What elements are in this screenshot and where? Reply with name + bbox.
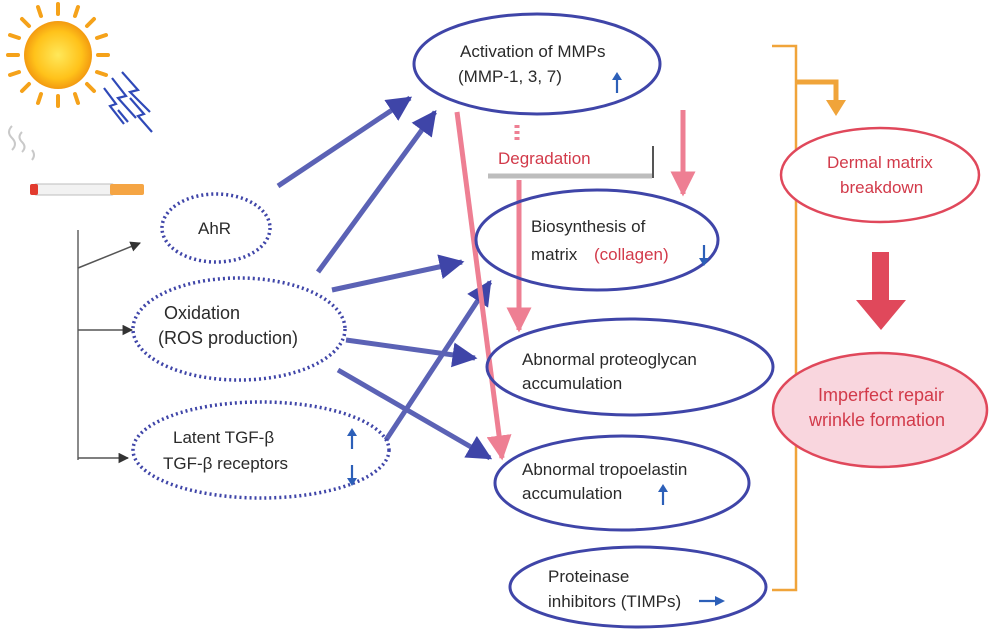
cigarette-icon [30, 183, 144, 196]
right-arrow-icon [699, 596, 725, 606]
down-arrow-icon [347, 465, 357, 486]
smoke-icon [8, 125, 35, 161]
node-latent-tgf [131, 400, 391, 500]
orange-bracket [772, 44, 798, 592]
arrow-oxidation-tropoelastin [336, 367, 493, 461]
orange-arrow [796, 79, 846, 116]
node-repair [771, 351, 989, 469]
label-proteoglycan-2: accumulation [522, 374, 623, 393]
node-mmp [412, 12, 662, 116]
label-repair-1: Imperfect repair [818, 385, 945, 405]
label-tgf-1: Latent TGF-β [173, 428, 275, 447]
bracket-arrow-ahr [77, 241, 141, 269]
label-biosynthesis-1: Biosynthesis of [531, 217, 646, 236]
node-proteoglycan [485, 317, 775, 417]
node-dermal [779, 126, 981, 224]
label-ahr: AhR [198, 219, 232, 238]
label-proteoglycan-1: Abnormal proteoglycan [522, 350, 697, 369]
label-biosynthesis-2: matrix [531, 245, 578, 264]
node-oxidation [131, 276, 347, 382]
label-dermal-2: breakdown [840, 178, 924, 197]
down-arrow-icon [699, 245, 709, 266]
arrow-ahr-mmp [276, 95, 413, 189]
up-arrow-icon [347, 428, 357, 449]
label-repair-2: wrinkle formation [809, 410, 946, 430]
label-mmp-2: (MMP-1, 3, 7) [458, 67, 562, 86]
degradation-box [488, 146, 654, 179]
arrow-tgf-biosynthesis [383, 279, 493, 442]
node-ahr [160, 192, 272, 264]
node-tropoelastin [493, 434, 751, 532]
label-timps-2: inhibitors (TIMPs) [548, 592, 682, 611]
up-arrow-icon [658, 484, 668, 505]
arrow-mmp-tropoelastin [454, 111, 512, 461]
arrow-oxidation-proteoglycan [345, 337, 478, 368]
sun-icon [6, 2, 110, 108]
label-biosynthesis-collagen: (collagen) [594, 245, 669, 264]
label-degradation: Degradation [498, 149, 591, 168]
node-biosynthesis [474, 188, 720, 292]
label-oxidation-2: (ROS production) [158, 328, 299, 348]
arrow-oxidation-biosynthesis [331, 254, 465, 293]
label-tropoelastin-1: Abnormal tropoelastin [522, 460, 688, 479]
uv-rays-icon [103, 71, 153, 133]
node-timps [508, 545, 768, 629]
label-tgf-2: TGF-β receptors [163, 454, 289, 473]
up-arrow-icon [612, 72, 622, 93]
label-dermal-1: Dermal matrix [827, 153, 933, 172]
arrow-oxidation-mmp [315, 109, 438, 274]
arrow-dermal-repair [856, 252, 906, 330]
label-oxidation-1: Oxidation [164, 303, 241, 323]
label-timps-1: Proteinase [548, 567, 630, 586]
label-mmp-1: Activation of MMPs [460, 42, 606, 61]
label-tropoelastin-2: accumulation [522, 484, 623, 503]
